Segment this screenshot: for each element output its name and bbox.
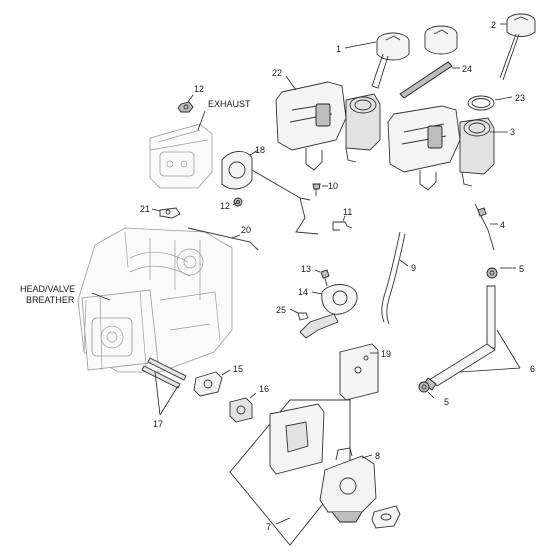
fuel-cap-24	[399, 25, 458, 99]
fuel-tank-22	[275, 81, 381, 171]
heat-shield-18	[221, 151, 319, 235]
callout-4: 4	[500, 220, 505, 230]
spacer-16	[229, 397, 253, 423]
callout-12-lower: 12	[220, 201, 230, 211]
hose-9	[381, 231, 406, 325]
screw-10	[312, 183, 321, 196]
callout-17: 17	[153, 419, 163, 429]
governor-21	[159, 207, 181, 219]
fuel-pump-14	[299, 284, 358, 339]
carburetor-8	[319, 447, 377, 523]
exhaust-label: EXHAUST	[208, 99, 251, 109]
screw-13	[320, 269, 330, 287]
callout-8: 8	[375, 451, 380, 461]
studs-17	[141, 357, 187, 389]
callout-3: 3	[510, 127, 515, 137]
callout-24: 24	[462, 64, 472, 74]
callout-20: 20	[241, 225, 251, 235]
breather-label-line2: BREATHER	[26, 295, 75, 305]
hose-clamp-5-lower	[418, 381, 430, 393]
clip-25	[297, 312, 309, 321]
hose-clamp-5-upper	[486, 267, 498, 279]
callout-21: 21	[140, 204, 150, 214]
breather-label-line1: HEAD/VALVE	[20, 284, 75, 294]
callout-16: 16	[259, 384, 269, 394]
bracket-19	[339, 343, 379, 401]
callout-18: 18	[255, 145, 265, 155]
gasket-23	[467, 95, 495, 111]
callout-25: 25	[276, 305, 286, 315]
nut-12-lower	[233, 197, 243, 207]
callout-5-upper: 5	[519, 264, 524, 274]
exhaust-muffler	[149, 123, 213, 189]
callout-10: 10	[328, 181, 338, 191]
nut-12-top	[177, 101, 194, 113]
callout-23: 23	[515, 93, 525, 103]
callout-2: 2	[491, 20, 496, 30]
fuel-line-6	[423, 285, 496, 391]
callout-11: 11	[343, 207, 352, 217]
callout-7: 7	[266, 522, 271, 532]
callout-19: 19	[381, 349, 391, 359]
governor-rod-20	[187, 227, 259, 251]
callout-22: 22	[272, 68, 282, 78]
callout-5-lower: 5	[444, 397, 449, 407]
callout-6: 6	[530, 364, 535, 374]
callout-9: 9	[411, 263, 416, 273]
callout-15: 15	[233, 364, 243, 374]
clip-11	[332, 221, 353, 231]
fuel-cap-1	[371, 32, 410, 89]
engine-block	[77, 227, 233, 373]
gasket-plate	[269, 403, 325, 475]
fuel-tank-3	[387, 105, 495, 191]
gasket-15	[193, 371, 223, 397]
gasket-small	[371, 505, 401, 529]
callout-12-top: 12	[194, 84, 204, 94]
fuel-cap-2	[499, 13, 536, 81]
callout-13: 13	[301, 264, 311, 274]
callout-14: 14	[298, 287, 308, 297]
callout-1: 1	[336, 44, 341, 54]
fuel-valve-4	[474, 203, 495, 251]
